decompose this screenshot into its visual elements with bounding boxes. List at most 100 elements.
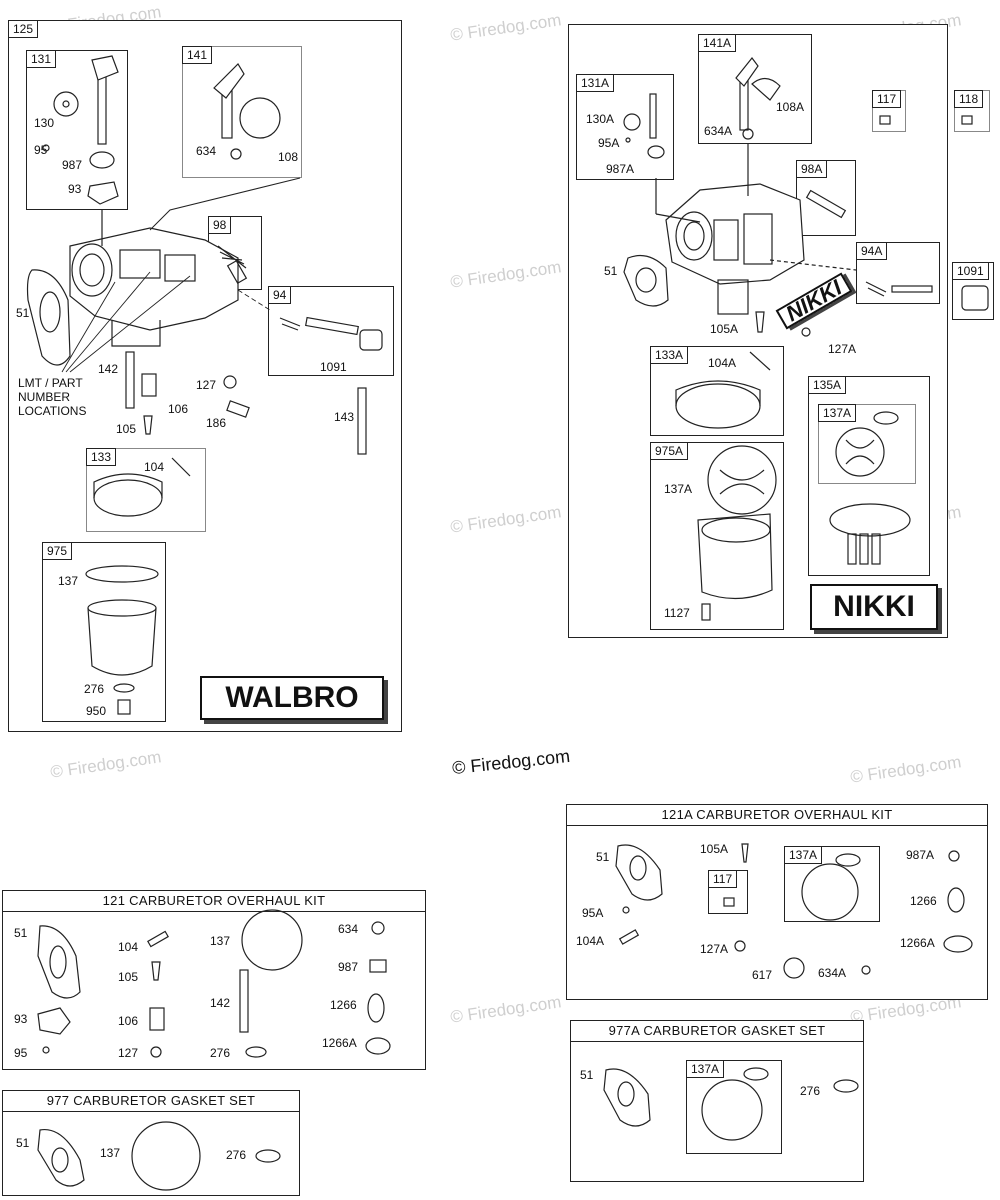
part-label-105A: 105A: [710, 322, 739, 336]
subbox-98A: 98A: [796, 160, 856, 236]
part-label-127A: 127A: [700, 942, 729, 956]
part-label-634A: 634A: [704, 124, 733, 138]
subbox-117: 117: [872, 90, 906, 132]
tag-117: 117: [872, 90, 902, 108]
part-label-93: 93: [14, 1012, 28, 1026]
part-label-276: 276: [84, 682, 105, 696]
part-label-634: 634: [196, 144, 217, 158]
tag-118: 118: [954, 90, 984, 108]
kit-121A-parts-icon: [615, 843, 973, 979]
tag-1091: 1091: [952, 262, 989, 280]
part-label-106: 106: [168, 402, 189, 416]
kit-121-parts-icon: [37, 909, 391, 1058]
tag-137A: 137A: [784, 846, 823, 864]
part-label-142: 142: [98, 362, 119, 376]
fuel-bowl-icon: [697, 445, 777, 621]
part-label-186: 186: [206, 416, 227, 430]
choke-shaft-icon: [735, 57, 781, 140]
part-label-1127: 1127: [664, 606, 690, 620]
part-label-95A: 95A: [598, 136, 620, 150]
tag-137A: 137A: [818, 404, 857, 422]
part-label-137A: 137A: [664, 482, 693, 496]
carburetor-body-nikki-icon: [655, 144, 857, 315]
part-label-51: 51: [580, 1068, 594, 1082]
tag-133: 133: [86, 448, 117, 466]
tag-141A: 141A: [698, 34, 737, 52]
part-label-1266A: 1266A: [322, 1036, 357, 1050]
float-bowl-gasket-icon: [829, 411, 911, 565]
tag-141: 141: [182, 46, 213, 64]
tag-975A: 975A: [650, 442, 689, 460]
tag-131A: 131A: [576, 74, 615, 92]
part-label-137: 137: [100, 1146, 121, 1160]
kit-977A-title: 977A CARBURETOR GASKET SET: [571, 1021, 863, 1042]
part-label-95: 95: [14, 1046, 28, 1060]
gasket-icon: [623, 255, 669, 307]
throttle-shaft-icon: [623, 93, 665, 159]
part-label-108A: 108A: [776, 100, 805, 114]
lmt-label-line3: LOCATIONS: [18, 404, 87, 418]
part-label-143: 143: [334, 410, 355, 424]
tag-98A: 98A: [796, 160, 828, 178]
part-label-105A: 105A: [700, 842, 729, 856]
part-label-987: 987: [62, 158, 83, 172]
small-parts-icon: [125, 351, 367, 455]
part-label-634: 634: [338, 922, 359, 936]
part-label-276: 276: [800, 1084, 821, 1098]
part-label-634A: 634A: [818, 966, 847, 980]
nikki-brand-label: NIKKI: [810, 584, 938, 630]
part-label-127: 127: [118, 1046, 139, 1060]
subbox-141A: 141A: [698, 34, 812, 144]
box-tag-125: 125: [8, 20, 39, 38]
idle-mixture-screw-icon: [217, 245, 248, 284]
part-label-95: 95: [34, 143, 48, 157]
tag-135A: 135A: [808, 376, 847, 394]
part-label-1266A: 1266A: [900, 936, 935, 950]
part-label-105: 105: [118, 970, 139, 984]
float-icon: [93, 457, 191, 517]
part-label-51: 51: [604, 264, 618, 278]
part-label-1266: 1266: [330, 998, 357, 1012]
kit-121A-panel: 121A CARBURETOR OVERHAUL KIT: [566, 804, 988, 1000]
part-label-137: 137: [58, 574, 79, 588]
lmt-label-line2: NUMBER: [18, 390, 71, 404]
subbox-131A: 131A: [576, 74, 674, 180]
tag-975: 975: [42, 542, 73, 560]
subbox-975: 975: [42, 542, 166, 722]
part-label-127A: 127A: [828, 342, 857, 356]
part-label-105: 105: [116, 422, 137, 436]
tag-94A: 94A: [856, 242, 888, 260]
kit-977-title: 977 CARBURETOR GASKET SET: [3, 1091, 299, 1112]
idle-mixture-screw-icon: [805, 189, 847, 219]
part-label-1091: 1091: [320, 360, 347, 374]
part-label-137: 137: [210, 934, 231, 948]
part-label-51: 51: [16, 306, 30, 320]
part-label-51: 51: [16, 1136, 30, 1150]
part-label-276: 276: [210, 1046, 231, 1060]
subbox-117: 117: [708, 870, 748, 914]
part-label-93: 93: [68, 182, 82, 196]
subbox-137A: 137A: [818, 404, 916, 484]
part-label-987A: 987A: [906, 848, 935, 862]
choke-shaft-icon: [213, 63, 281, 160]
tag-94: 94: [268, 286, 292, 304]
part-label-130: 130: [34, 116, 55, 130]
tag-133A: 133A: [650, 346, 689, 364]
part-label-127: 127: [196, 378, 217, 392]
part-label-51: 51: [14, 926, 28, 940]
tag-117: 117: [708, 870, 738, 888]
part-label-51: 51: [596, 850, 610, 864]
part-label-108: 108: [278, 150, 299, 164]
part-label-104: 104: [144, 460, 165, 474]
part-label-104A: 104A: [708, 356, 737, 370]
part-label-104: 104: [118, 940, 139, 954]
tag-131: 131: [26, 50, 57, 68]
solenoid-icon: [961, 285, 989, 311]
gasket-icon: [26, 269, 71, 366]
tag-137A: 137A: [686, 1060, 725, 1078]
screw-icon: [879, 115, 973, 125]
part-label-106: 106: [118, 1014, 139, 1028]
tag-98: 98: [208, 216, 232, 234]
part-label-95A: 95A: [582, 906, 604, 920]
subbox-137A: 137A: [686, 1060, 782, 1154]
